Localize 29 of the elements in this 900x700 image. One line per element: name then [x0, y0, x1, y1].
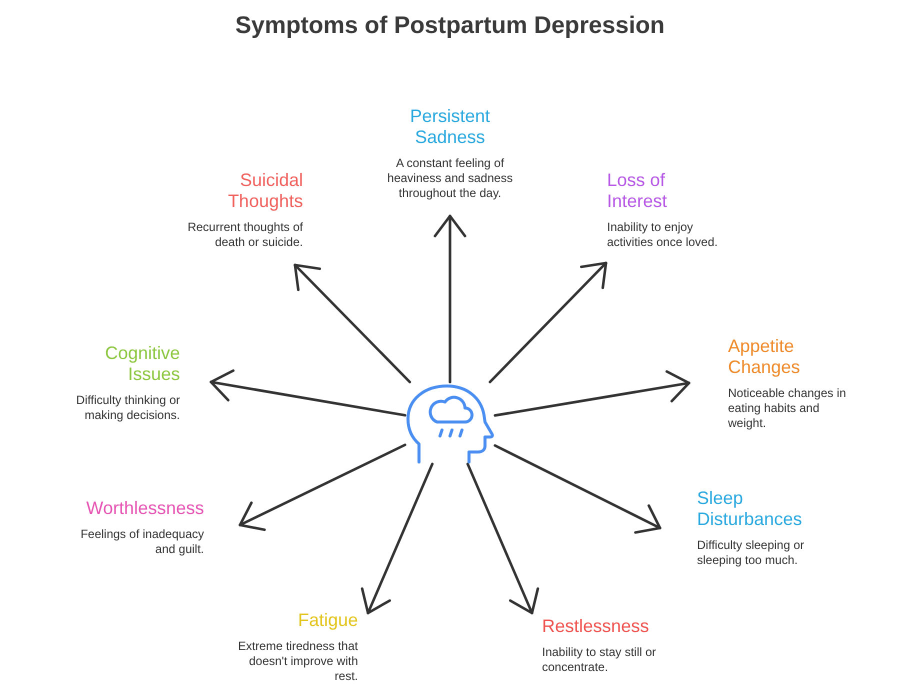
- symptom-heading: Persistent Sadness: [408, 106, 492, 148]
- arrow: [488, 262, 608, 384]
- symptom-description: Difficulty sleeping or sleeping too much.: [697, 538, 806, 568]
- arrow: [210, 369, 406, 417]
- symptom-heading: Appetite Changes: [728, 336, 802, 378]
- symptom-description: Inability to stay still or concentrate.: [542, 645, 658, 675]
- symptom-description: Difficulty thinking or making decisions.: [75, 393, 180, 423]
- symptom-heading: Fatigue: [298, 610, 358, 631]
- symptom-description: Inability to enjoy activities once loved.: [607, 220, 719, 250]
- symptom-description: Feelings of inadequacy and guilt.: [80, 527, 204, 557]
- arrow: [360, 462, 434, 614]
- arrow: [494, 370, 690, 417]
- symptom-heading: Sleep Disturbances: [697, 488, 804, 530]
- head-with-rain-cloud-icon: [405, 382, 495, 464]
- symptom-heading: Restlessness: [542, 616, 650, 637]
- symptom-heading: Cognitive Issues: [104, 343, 180, 385]
- symptom-description: A constant feeling of heaviness and sadness throughout the day.: [386, 156, 514, 201]
- symptom-description: Noticeable changes in eating habits and weight.: [728, 386, 848, 431]
- arrow: [294, 264, 412, 384]
- diagram-title: Symptoms of Postpartum Depression: [235, 12, 665, 40]
- arrow: [494, 444, 662, 534]
- symptom-description: Extreme tiredness that doesn't improve with rest.: [236, 639, 358, 684]
- arrow: [238, 444, 406, 532]
- symptom-heading: Suicidal Thoughts: [226, 170, 303, 212]
- symptom-heading: Loss of Interest: [607, 170, 668, 212]
- arrow: [434, 214, 466, 384]
- symptom-heading: Worthlessness: [86, 498, 204, 519]
- arrow: [466, 462, 540, 614]
- symptom-description: Recurrent thoughts of death or suicide.: [186, 220, 303, 250]
